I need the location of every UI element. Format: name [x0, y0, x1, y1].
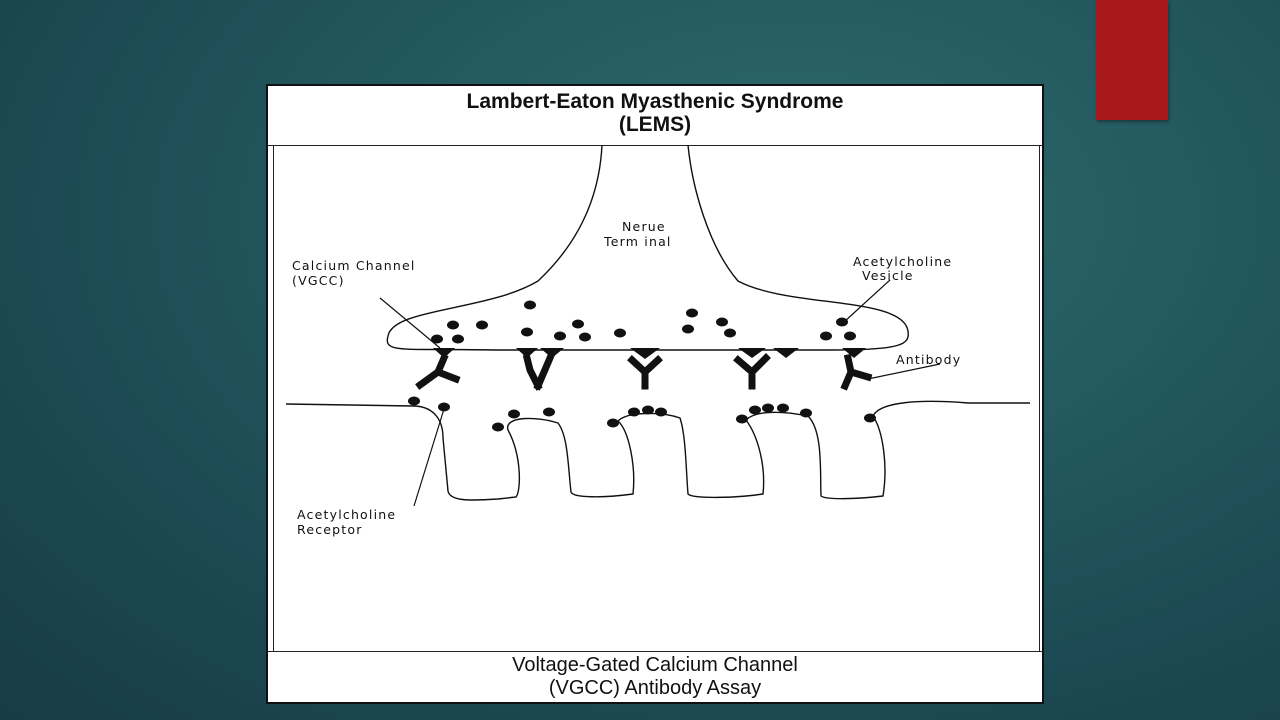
receptor-dot: [762, 403, 774, 413]
calcium-channel-label-2: (VGCC): [292, 273, 345, 288]
calcium-channel: [738, 348, 766, 358]
vesicle-label-2: Vesicle: [862, 268, 914, 283]
antibody-shape: [627, 355, 663, 390]
calcium-channel-leader: [379, 297, 441, 349]
receptor-dot: [543, 407, 555, 417]
calcium-channels: [433, 348, 866, 359]
receptor-dot: [777, 403, 789, 413]
vesicle-dot: [524, 300, 536, 310]
receptor-dot: [800, 408, 812, 418]
receptor-leader: [413, 408, 445, 507]
postsynaptic-membrane: [285, 400, 1030, 501]
nerve-terminal-outline: [386, 144, 909, 351]
receptor-dot: [736, 414, 748, 424]
vesicle-dot: [614, 328, 626, 338]
calcium-channel-label-1: Calcium Channel: [292, 258, 416, 273]
calcium-channel: [630, 348, 660, 359]
vesicle-dot: [682, 324, 694, 334]
figure-title-line2: (LEMS): [618, 113, 692, 136]
receptor-label-1: Acetylcholine: [297, 507, 396, 522]
vesicle-dot: [820, 331, 832, 341]
nerve-terminal-label-2: Term inal: [603, 234, 672, 249]
nerve-terminal-label-1: Nerue: [622, 219, 666, 234]
receptor-dot: [864, 413, 876, 423]
figure-title: Lambert-Eaton Myasthenic Syndrome (LEMS): [268, 90, 1042, 136]
title-divider: [268, 145, 1042, 146]
vesicle-leader: [843, 279, 891, 323]
receptor-dot: [492, 422, 504, 432]
receptor-dot: [655, 407, 667, 417]
vesicle-dot: [836, 317, 848, 327]
figure-caption-line1: Voltage-Gated Calcium Channel: [512, 654, 798, 676]
synapse-diagram: Nerue Term inal Calcium Channel (VGCC) A…: [285, 144, 1030, 537]
vesicle-dot: [686, 308, 698, 318]
calcium-channel: [773, 348, 799, 358]
figure-title-line1: Lambert-Eaton Myasthenic Syndrome: [466, 90, 844, 113]
inner-border-right: [1039, 145, 1040, 651]
antibody-shape: [415, 353, 461, 390]
calcium-channel: [540, 348, 564, 358]
receptor-dot: [628, 407, 640, 417]
lems-figure: Lambert-Eaton Myasthenic Syndrome (LEMS): [266, 84, 1044, 704]
receptor-dot: [607, 418, 619, 428]
figure-caption-line2: (VGCC) Antibody Assay: [548, 677, 762, 699]
acetylcholine-receptors: [408, 396, 876, 432]
antibody-shape: [522, 353, 555, 391]
acetylcholine-vesicles: [431, 300, 856, 344]
calcium-channel: [433, 348, 455, 358]
receptor-dot: [642, 405, 654, 415]
antibody-shape: [840, 353, 873, 391]
receptor-dot: [408, 396, 420, 406]
calcium-channel: [516, 348, 538, 358]
caption-divider: [268, 651, 1042, 652]
vesicle-dot: [521, 327, 533, 337]
vesicle-dot: [476, 320, 488, 330]
vesicle-dot: [844, 331, 856, 341]
receptor-label-2: Receptor: [297, 522, 363, 537]
receptor-dot: [508, 409, 520, 419]
vesicle-label-1: Acetylcholine: [853, 254, 952, 269]
calcium-channel: [842, 348, 866, 358]
vesicle-dot: [447, 320, 459, 330]
receptor-dot: [749, 405, 761, 415]
vesicle-dot: [554, 331, 566, 341]
vesicle-dot: [452, 334, 464, 344]
slide-accent-tab: [1096, 0, 1168, 120]
vesicle-dot: [579, 332, 591, 342]
vesicle-dot: [431, 334, 443, 344]
antibody-shape: [733, 353, 771, 390]
vesicle-dot: [716, 317, 728, 327]
receptor-dot: [438, 402, 450, 412]
vesicle-dot: [572, 319, 584, 329]
antibody-label: Antibody: [896, 352, 961, 367]
inner-border-left: [273, 145, 274, 651]
antibodies: [415, 353, 873, 391]
vesicle-dot: [724, 328, 736, 338]
figure-caption: Voltage-Gated Calcium Channel (VGCC) Ant…: [268, 654, 1042, 700]
antibody-leader: [867, 363, 941, 380]
